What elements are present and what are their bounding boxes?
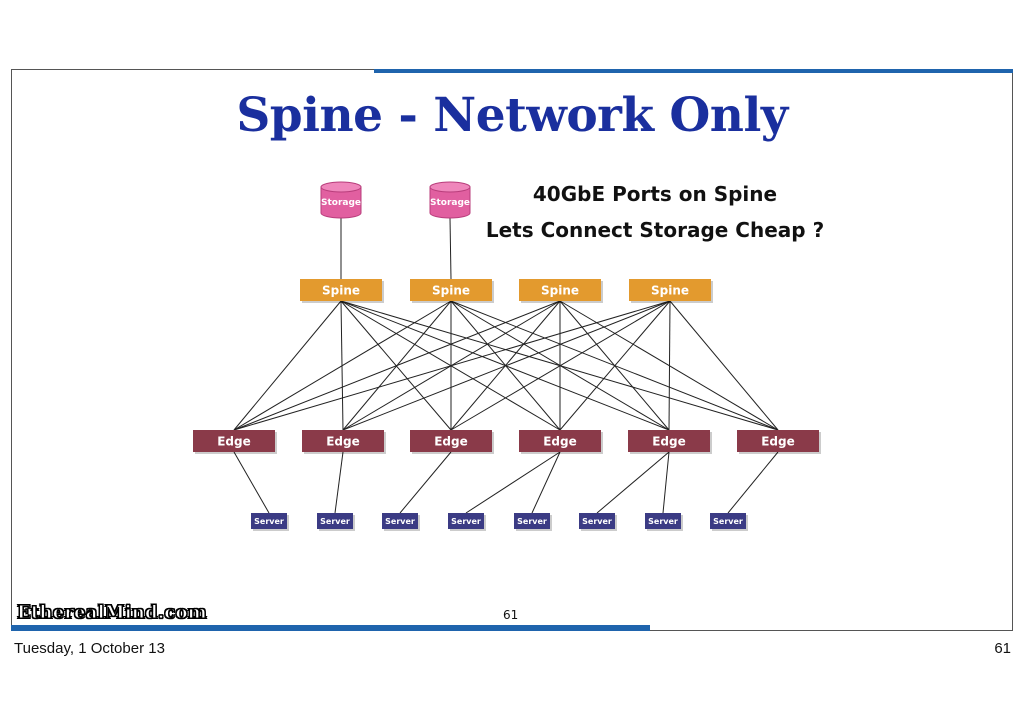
storage-node: Storage [320,181,362,219]
server-node-box [710,513,746,529]
spine-node-label: Spine [651,283,689,297]
edge-node-box [410,430,492,452]
top-accent-bar [374,69,1013,73]
storage-cylinder-body [429,186,471,219]
callout-line-1: 40GbE Ports on Spine [532,182,778,206]
spine-node: Spine [519,279,603,303]
edge-node-label: Edge [543,434,577,448]
server-node-box [317,513,353,529]
spine-edge-link [668,300,671,431]
edge-server-link [233,451,270,514]
storage-link [449,217,452,280]
server-node-box [514,513,550,529]
edge-node-box [628,430,710,452]
spine-edge-link [559,300,671,431]
spine-node: Spine [300,279,384,303]
edge-node-label: Edge [434,434,468,448]
edge-node-box [519,430,601,452]
edge-node: Edge [628,430,712,454]
storage-label: Storage [321,198,361,208]
spine-node-label: Spine [322,283,360,297]
spine-node-box [519,279,601,301]
server-node: Server [317,513,355,531]
spine-node-box [410,279,492,301]
footer-date: Tuesday, 1 October 13 [14,640,165,657]
server-node-label: Server [713,517,743,526]
edge-server-link [531,451,561,514]
edge-server-link [399,451,452,514]
slide-number: 61 [503,608,519,622]
server-node-label: Server [451,517,481,526]
edge-node: Edge [410,430,494,454]
spine-node: Spine [410,279,494,303]
edge-node-label: Edge [326,434,360,448]
spine-edge-link [450,300,671,431]
bottom-accent-bar [11,625,650,631]
edge-node: Edge [737,430,821,454]
server-node-label: Server [254,517,284,526]
server-node: Server [579,513,617,531]
server-node-label: Server [385,517,415,526]
edge-node: Edge [193,430,277,454]
callout-line-2: Lets Connect Storage Cheap ? [485,218,825,242]
edge-server-link [727,451,779,514]
storage-cylinder-body [320,186,362,219]
server-node: Server [710,513,748,531]
server-node-label: Server [582,517,612,526]
spine-node: Spine [629,279,713,303]
spine-edge-link [233,300,452,431]
ethereal-mind-logo: EtherealMind.com [17,602,208,624]
storage-cylinder-top [429,181,471,193]
server-node-box [645,513,681,529]
edge-server-link [662,451,670,514]
edge-server-link [334,451,344,514]
server-node: Server [251,513,289,531]
spine-edge-link [342,300,671,431]
edge-node-label: Edge [652,434,686,448]
server-node-box [579,513,615,529]
spine-edge-link [233,300,342,431]
edge-node: Edge [302,430,386,454]
edge-node-label: Edge [217,434,251,448]
spine-node-box [629,279,711,301]
spine-edge-link [669,300,779,431]
storage-node: Storage [429,181,471,219]
storage-label: Storage [430,198,470,208]
spine-node-label: Spine [541,283,579,297]
server-node-label: Server [320,517,350,526]
edge-server-link [596,451,670,514]
storage-cylinder-top [320,181,362,193]
spine-edge-link [233,300,671,431]
edge-node: Edge [519,430,603,454]
edge-node-box [302,430,384,452]
slide-frame [11,69,1013,631]
spine-edge-link [233,300,561,431]
server-node-box [448,513,484,529]
server-node-box [251,513,287,529]
callout-text: 40GbE Ports on Spine Lets Connect Storag… [460,176,850,248]
server-node: Server [514,513,552,531]
server-node-box [382,513,418,529]
spine-node-box [300,279,382,301]
edge-node-label: Edge [761,434,795,448]
edge-node-box [193,430,275,452]
server-node-label: Server [517,517,547,526]
server-node: Server [645,513,683,531]
edge-server-link [465,451,561,514]
server-node: Server [382,513,420,531]
server-node-label: Server [648,517,678,526]
edge-node-box [737,430,819,452]
spine-node-label: Spine [432,283,470,297]
server-node: Server [448,513,486,531]
slide-title: Spine - Network Only [236,88,788,143]
footer-page-number: 61 [994,640,1011,657]
